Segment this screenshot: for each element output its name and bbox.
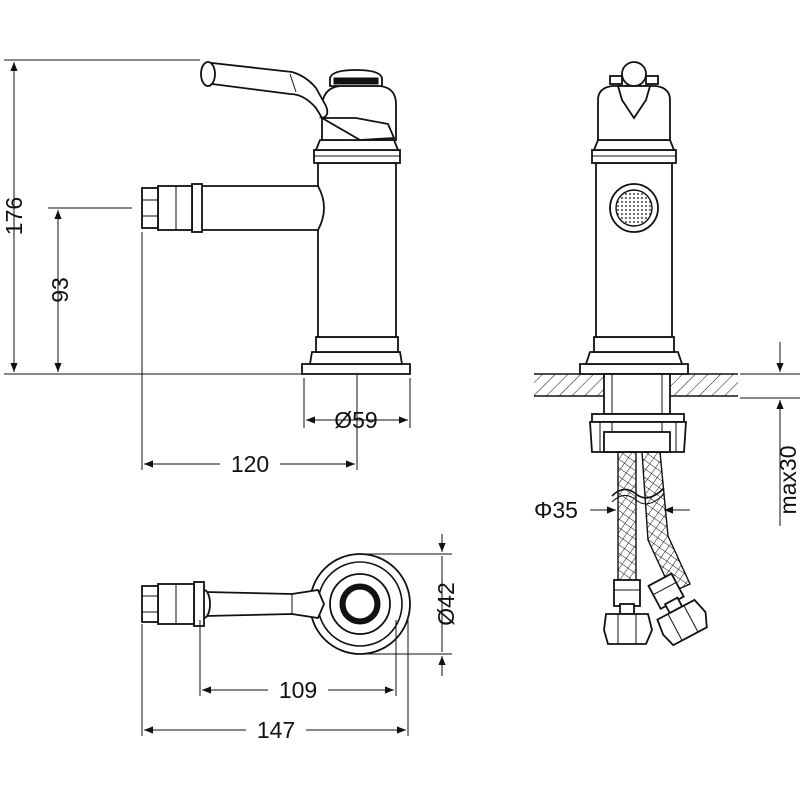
top-lever bbox=[205, 589, 325, 619]
side-lever-tip bbox=[200, 61, 216, 87]
front-dimensions: max30 Φ35 bbox=[534, 342, 800, 526]
side-base-plate bbox=[301, 363, 411, 375]
side-lower-collar bbox=[315, 336, 399, 353]
side-aerator-tip bbox=[141, 187, 159, 229]
front-base-ring bbox=[584, 351, 684, 365]
side-view bbox=[141, 61, 411, 375]
dim-spout-height: 93 bbox=[47, 277, 73, 303]
front-aerator-mesh bbox=[615, 189, 653, 227]
hose-left-ferrule bbox=[613, 579, 641, 607]
side-lever-arm bbox=[211, 61, 329, 120]
front-shank bbox=[603, 373, 671, 415]
front-base-plate bbox=[579, 363, 689, 375]
dim-max-thickness: max30 bbox=[775, 445, 800, 514]
top-cap-center bbox=[344, 588, 376, 620]
dim-shank-diameter: Φ35 bbox=[534, 497, 578, 523]
front-lever-base bbox=[616, 85, 652, 120]
side-aerator bbox=[157, 185, 193, 231]
front-lower-collar bbox=[593, 336, 675, 353]
dim-top-diameter: Ø42 bbox=[433, 582, 459, 625]
side-spout bbox=[199, 185, 325, 231]
hose-right-nut bbox=[656, 598, 708, 647]
front-upper-ring bbox=[592, 139, 676, 151]
top-dimensions: Ø42 109 147 bbox=[141, 534, 459, 744]
front-view bbox=[534, 61, 738, 647]
dim-total-height: 176 bbox=[1, 197, 27, 235]
front-lever-knob bbox=[621, 61, 647, 87]
dim-total-length: 147 bbox=[257, 717, 295, 743]
dim-spout-reach: 120 bbox=[231, 451, 269, 477]
side-lever-wedge bbox=[318, 117, 396, 141]
break-mark bbox=[611, 487, 665, 499]
hose-right bbox=[641, 451, 691, 593]
countertop-right bbox=[670, 374, 738, 396]
side-body-column bbox=[317, 162, 397, 338]
front-washer bbox=[591, 413, 685, 423]
hose-left bbox=[617, 451, 637, 591]
front-nut-inner bbox=[603, 431, 671, 453]
countertop-left bbox=[534, 374, 604, 396]
top-view bbox=[141, 553, 411, 655]
side-base-ring bbox=[308, 351, 404, 365]
dim-base-diameter: Ø59 bbox=[334, 407, 377, 433]
side-cap-band bbox=[333, 77, 379, 85]
front-knob-left bbox=[609, 75, 623, 85]
side-spout-collar bbox=[191, 183, 203, 233]
dim-handle-length: 109 bbox=[279, 677, 317, 703]
front-knob-right bbox=[645, 75, 659, 85]
hose-left-nut bbox=[603, 613, 653, 645]
hose-left-neck bbox=[619, 603, 635, 615]
side-upper-ring bbox=[314, 139, 400, 151]
top-spout-collar bbox=[193, 581, 205, 627]
side-dimensions: 176 93 Ø59 120 bbox=[1, 59, 411, 477]
top-aerator-tip bbox=[141, 585, 159, 623]
